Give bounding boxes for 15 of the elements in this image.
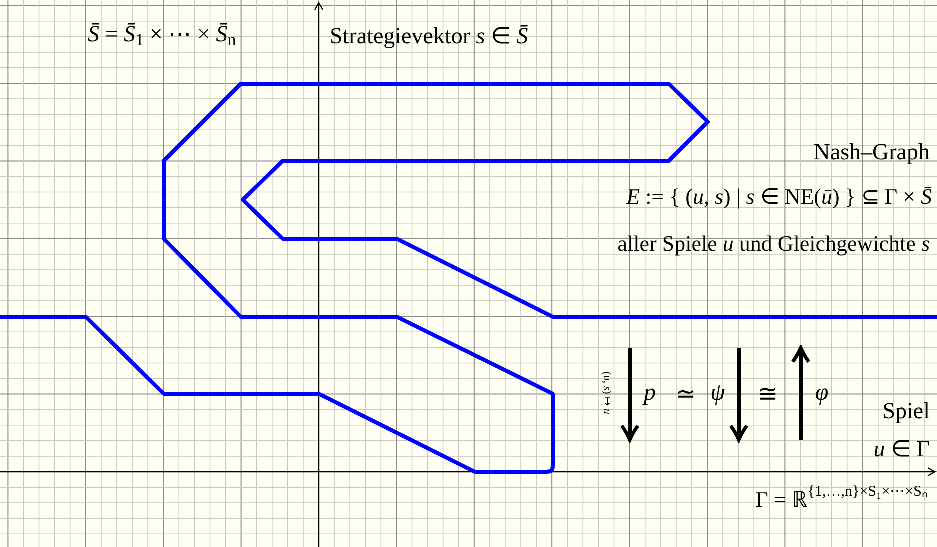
math-label: ≃	[676, 382, 696, 408]
math-label: Γ = ℝ	[756, 488, 808, 512]
math-label: ψ	[710, 380, 726, 406]
math-label: Strategievektor s ∈ S̄	[330, 23, 528, 49]
math-label: S̄ = S̄$_{1}$ × ⋯ × S̄$_{n}$	[88, 21, 236, 47]
math-label: aller Spiele u und Gleichgewichte s	[618, 232, 930, 256]
math-label: ≅	[758, 382, 778, 408]
math-label: E := { (u, s) | s ∈ NE(ū) } ⊆ Γ × S̄	[626, 184, 932, 210]
math-label: p	[644, 380, 656, 406]
math-label: Spiel	[882, 398, 930, 424]
math-label: u ∈ Γ	[874, 436, 930, 462]
math-label: Nash–Graph	[814, 139, 930, 165]
math-label: φ	[815, 380, 829, 406]
superscript-label: {1,…,n}×S₁×⋯×Sₙ	[808, 484, 928, 500]
rotated-label: (u, s) ↦ u	[600, 372, 614, 414]
